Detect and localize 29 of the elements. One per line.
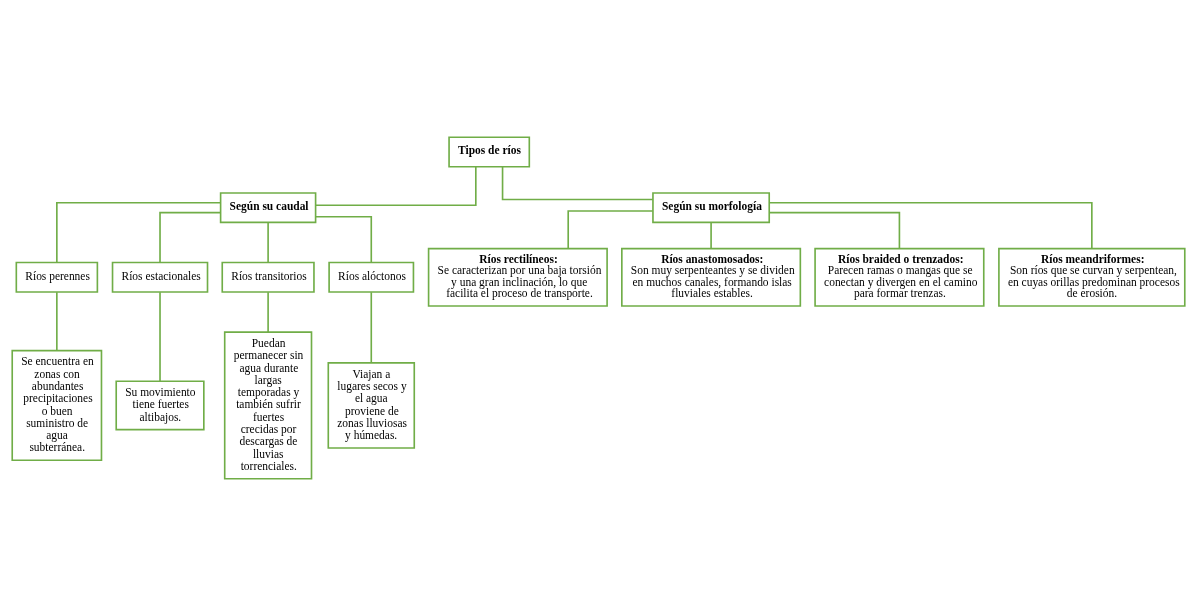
connector	[370, 290, 373, 363]
connector	[314, 165, 477, 206]
node-box: Ríos estacionales	[111, 261, 209, 293]
node-box: Según su morfología	[652, 191, 771, 223]
connector	[56, 201, 222, 263]
node-box: Ríos transitorios	[221, 261, 315, 293]
connector	[159, 290, 161, 382]
node-box: Ríos meandriformes: Son ríos que se curvan y serpentean, en cuyas orillas predominan procesos de erosión.	[998, 247, 1186, 307]
connector	[159, 211, 222, 263]
connector	[56, 290, 58, 351]
node-box: Ríos anastomosados: Son muy serpenteantes y se dividen en muchos canales, formando islas fluviales estables.	[621, 247, 802, 307]
node-box: Ríos rectilíneos: Se caracterizan por una baja torsión y una gran inclinación, lo que facilita el proceso de transporte.	[427, 247, 608, 307]
node-box: Según su caudal	[219, 191, 317, 223]
node-box: Ríos braided o trenzados: Parecen ramas o mangas que se conectan y divergen en el camino para formar trenzas.	[814, 247, 985, 307]
node-box: Viajan a lugares secos y el agua proviene de zonas lluviosas y húmedas.	[327, 361, 416, 449]
node-box: Se encuentra en zonas con abundantes precipitaciones o buen suministro de agua subterránea.	[11, 349, 103, 461]
connector	[501, 165, 654, 200]
node-box: Su movimiento tiene fuertes altibajos.	[115, 379, 205, 430]
node-box: Puedan permanecer sin agua durante largas temporadas y también sufrir fuertes crecidas por descargas de lluvias torrenciales.	[223, 330, 313, 480]
connector	[567, 209, 654, 249]
connector	[314, 215, 373, 263]
node-box: Ríos alóctonos	[328, 261, 415, 293]
connector	[768, 201, 1093, 249]
node-box: Tipos de ríos	[448, 135, 531, 168]
connector	[768, 211, 901, 249]
node-box: Ríos perennes	[15, 261, 99, 293]
connector	[267, 290, 269, 333]
connector	[710, 221, 712, 249]
connector	[267, 221, 269, 263]
